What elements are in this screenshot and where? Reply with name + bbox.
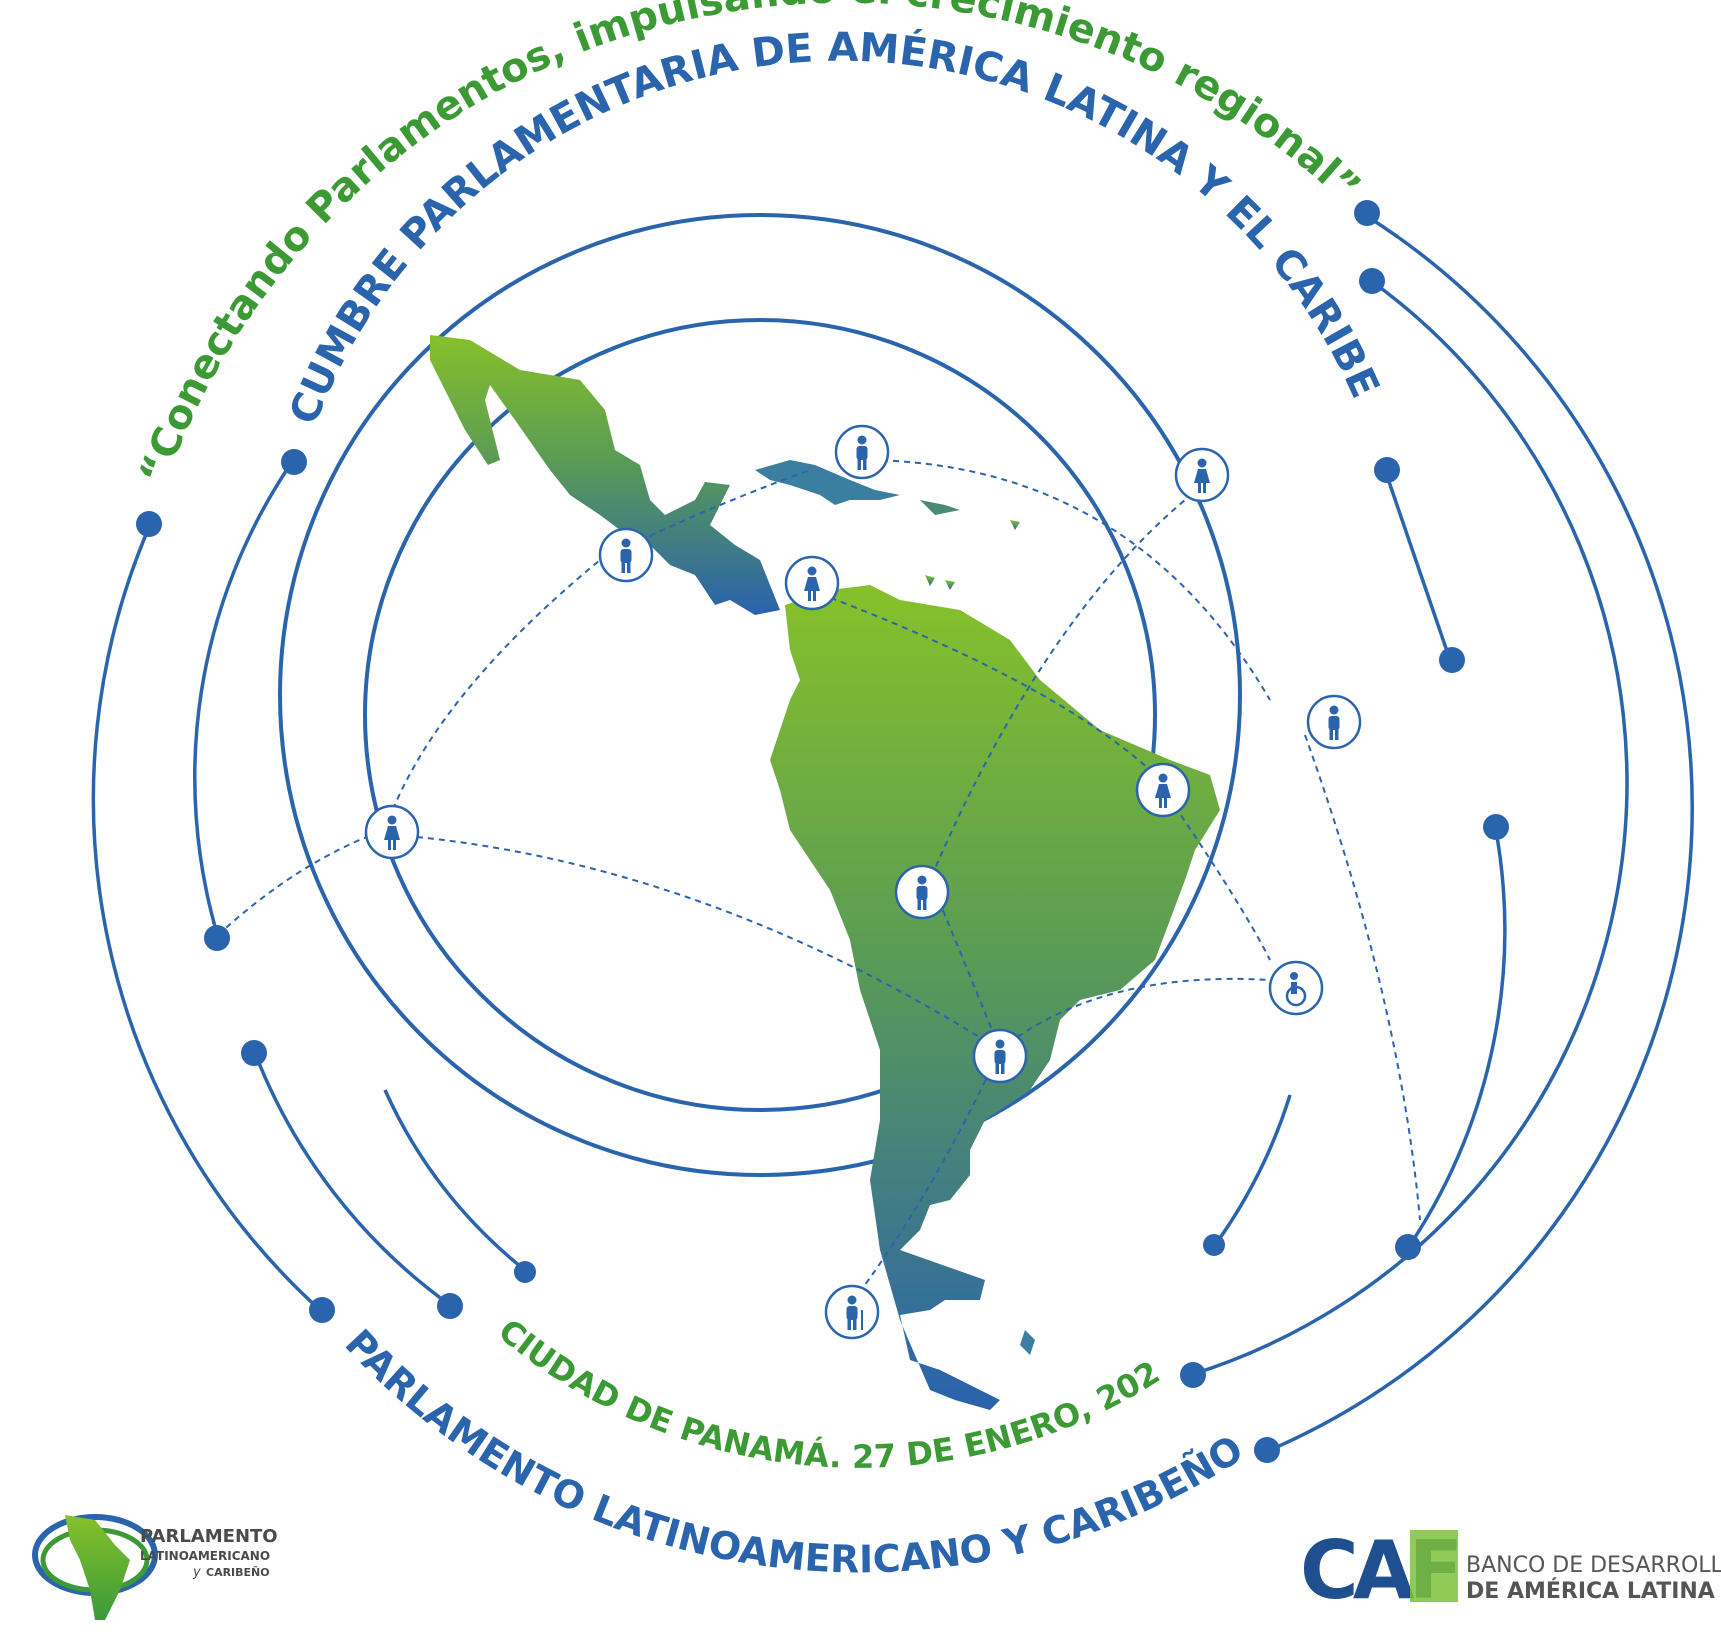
- person-icon: [1135, 762, 1191, 818]
- person-icon: [1306, 694, 1362, 750]
- child-icon: [364, 804, 420, 860]
- latin-america-map: [430, 335, 1220, 1410]
- person-icon: [598, 527, 654, 583]
- person-icon: [784, 555, 840, 611]
- inner-ring: [363, 318, 1157, 1112]
- parlatino-line3-y: y: [192, 1565, 201, 1580]
- parlatino-line2: LATINOAMERICANO: [140, 1549, 270, 1563]
- walking-person-icon: [894, 864, 950, 920]
- circuit-lines: [91, 213, 1694, 1452]
- dancing-person-icon: [972, 1028, 1028, 1084]
- parlatino-line3: CARIBEÑO: [206, 1566, 270, 1579]
- caf-line1: BANCO DE DESARROLLO: [1466, 1553, 1721, 1578]
- outer-ring: [278, 213, 1242, 1177]
- parlatino-line1: PARLAMENTO: [140, 1526, 278, 1547]
- parlatino-logo: PARLAMENTO LATINOAMERICANO y CARIBEÑO: [32, 1514, 278, 1620]
- waving-person-icon: [1174, 447, 1230, 503]
- caf-logo: CAF BANCO DE DESARROLLO DE AMÉRICA LATIN…: [1300, 1524, 1721, 1617]
- connection-lines: [217, 459, 1421, 1306]
- people-pins: [364, 424, 1362, 1340]
- person-icon: [834, 424, 890, 480]
- circuit-dots: [136, 200, 1509, 1463]
- person-with-cane-icon: [824, 1284, 880, 1340]
- wheelchair-icon: [1268, 960, 1324, 1016]
- caf-line2: DE AMÉRICA LATINA: [1466, 1578, 1715, 1604]
